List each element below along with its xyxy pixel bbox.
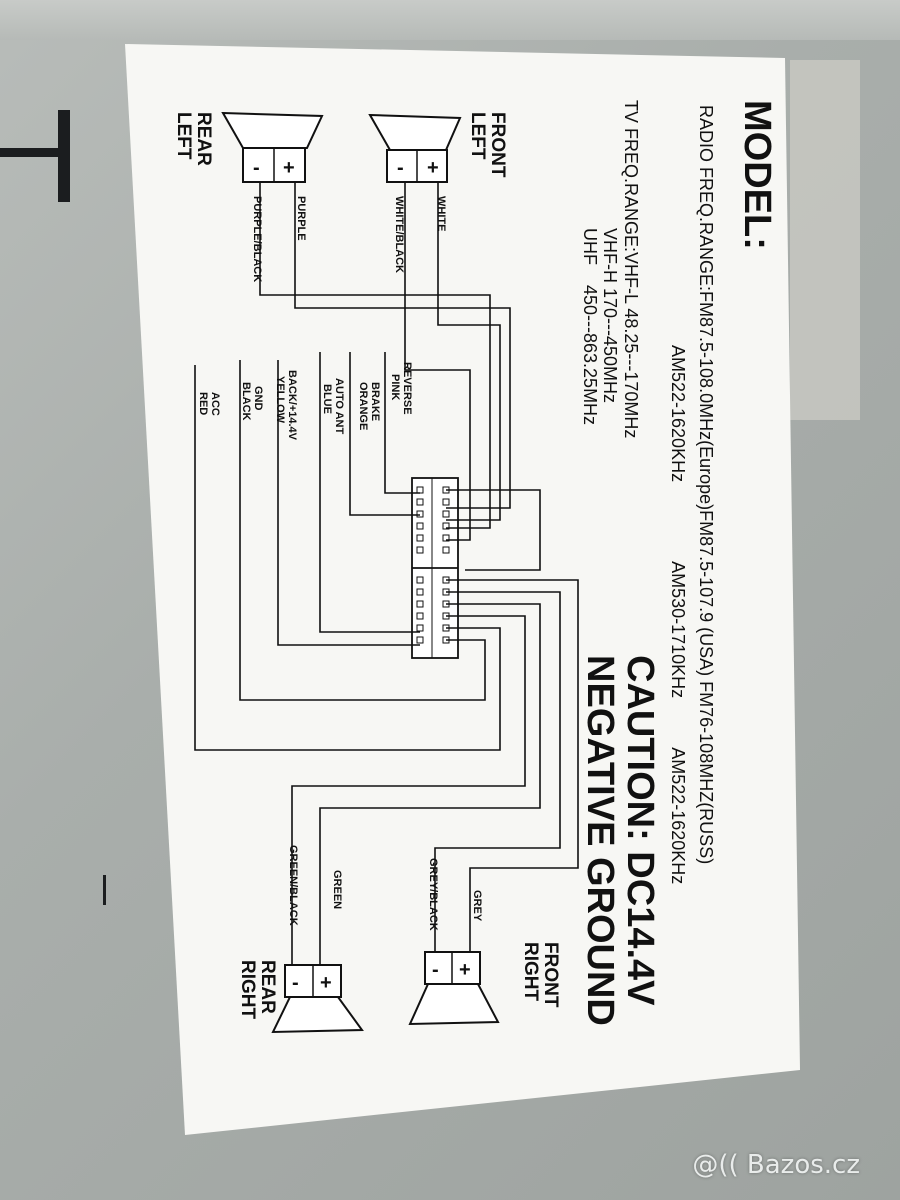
minus-sign: - [397, 157, 404, 179]
plus-sign: + [459, 959, 471, 981]
wire-yellow [277, 360, 420, 646]
connector-pin [416, 546, 424, 554]
wire-label-white: WHITE [435, 196, 447, 231]
tape-strip [790, 60, 860, 420]
wire-link [446, 489, 541, 571]
wire-color-pink: PINK [389, 374, 401, 400]
label-paper [125, 44, 800, 1135]
minus-sign: - [292, 972, 299, 994]
tv-freq-line1: TV FREQ.RANGE:VHF-L 48.25---170MHz [621, 100, 641, 438]
radio-freq-line2: AM522-1620KHz AM530-1710KHz AM522-1620KH… [668, 345, 688, 884]
wire-orange [349, 352, 420, 516]
speaker-label-line2: RIGHT [520, 942, 541, 1002]
speaker-label-line1: REAR [257, 960, 278, 1014]
tv-freq-line3: UHF 450---863.25MHz [580, 228, 600, 425]
marker-stroke [0, 148, 70, 157]
speaker-rear-right: - + REAR RIGHT GREEN GREEN/BLACK [237, 845, 364, 1034]
wire-green [319, 603, 541, 965]
speaker-label-line2: LEFT [173, 112, 194, 160]
wire-grey-black [434, 591, 561, 952]
connector-pin [442, 522, 450, 530]
plus-sign: + [320, 972, 332, 994]
connector-pin [442, 510, 450, 518]
wire-grey [446, 579, 579, 952]
wire-function-back: BACK/+14.4V [286, 370, 298, 441]
wire-label-grey: GREY [471, 890, 483, 922]
caution-text: CAUTION: DC14.4V [619, 655, 661, 1006]
connector-pin [442, 498, 450, 506]
iso-connector [411, 477, 459, 659]
marker-stroke [103, 875, 106, 905]
wire-label-green: GREEN [331, 870, 343, 909]
connector-pin [416, 486, 424, 494]
connector-pin [416, 588, 424, 596]
speaker-front-right: - + FRONT RIGHT GREY GREY/BLACK [408, 858, 561, 1026]
wire-function-acc: ACC [209, 392, 221, 416]
wire-color-black: BLACK [240, 382, 252, 421]
speaker-rear-left: - + REAR LEFT PURPLE PURPLE/BLACK [173, 111, 324, 282]
connector-pin [416, 510, 424, 518]
tv-freq-line2: VHF-H 170---450MHz [600, 228, 620, 403]
watermark: @(( Bazos.cz [692, 1150, 860, 1180]
wire-lines [194, 182, 579, 965]
wire-blue [319, 352, 420, 633]
wire-label-grey-black: GREY/BLACK [427, 858, 439, 931]
connector-pin [442, 546, 450, 554]
wire-black [239, 360, 486, 701]
wire-red [194, 365, 501, 751]
connector-pin [416, 612, 424, 620]
wire-pink [384, 352, 420, 494]
speaker-label-line1: FRONT [540, 942, 561, 1008]
connector-pin [416, 624, 424, 632]
model-title: MODEL: [736, 100, 778, 250]
metal-chassis-edge [0, 0, 900, 40]
plus-sign: + [283, 157, 295, 179]
wire-color-blue: BLUE [321, 384, 333, 414]
wire-color-orange: ORANGE [357, 382, 369, 430]
connector-pin [416, 636, 424, 644]
wire-green-black [291, 615, 526, 965]
radio-freq-line1: RADIO FREQ.RANGE:FM87.5-108.0MHz(Europe)… [696, 105, 716, 864]
connector-pin [416, 576, 424, 584]
wire-label-white-black: WHITE/BLACK [393, 196, 405, 273]
negative-ground-text: NEGATIVE GROUND [579, 655, 621, 1026]
wire-label-green-black: GREEN/BLACK [287, 845, 299, 926]
connector-pin [416, 498, 424, 506]
wire-label-purple-black: PURPLE/BLACK [251, 196, 263, 282]
plus-sign: + [427, 157, 439, 179]
minus-sign: - [253, 157, 260, 179]
wire-color-yellow: YELLOW [274, 376, 286, 424]
minus-sign: - [432, 959, 439, 981]
connector-pin [442, 534, 450, 542]
speaker-label-line1: REAR [193, 112, 214, 166]
connector-pin [416, 522, 424, 530]
connector-pin [416, 534, 424, 542]
wire-white [437, 182, 501, 521]
speaker-label-line2: LEFT [467, 112, 488, 160]
speaker-label-line2: RIGHT [237, 960, 258, 1020]
wire-purple [294, 182, 511, 509]
wire-color-red: RED [197, 392, 209, 415]
wire-function-gnd: GND [252, 386, 264, 411]
connector-pin [416, 600, 424, 608]
marker-stroke [58, 110, 70, 202]
speaker-front-left: - + FRONT LEFT WHITE WHITE/BLACK [368, 112, 508, 273]
wire-purple-black [259, 182, 491, 529]
wire-label-purple: PURPLE [295, 196, 307, 241]
speaker-label-line1: FRONT [487, 112, 508, 178]
wire-function-brake: BRAKE [369, 382, 381, 421]
wire-labels: REVERSE PINK BRAKE ORANGE AUTO ANT BLUE … [197, 362, 413, 441]
wire-function-auto-ant: AUTO ANT [333, 378, 345, 435]
wire-function-reverse: REVERSE [401, 362, 413, 415]
